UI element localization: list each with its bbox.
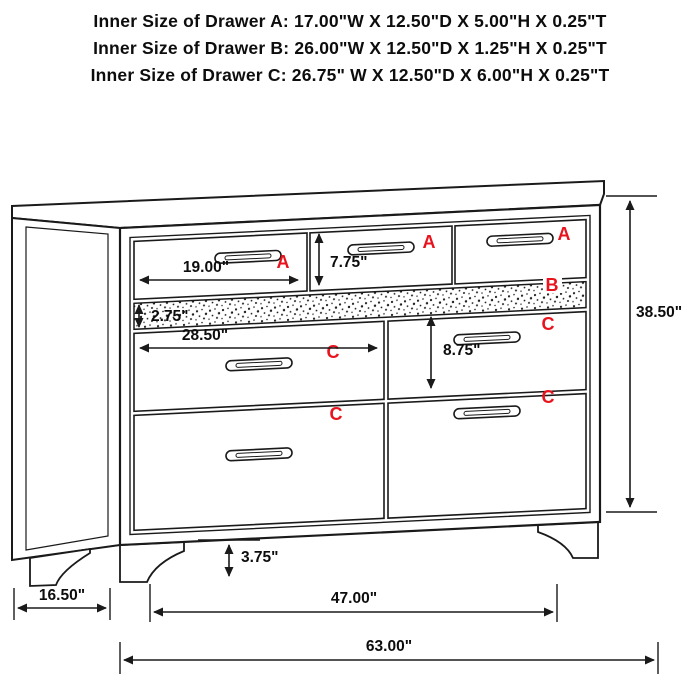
dim-drawer-c-height-label: 8.75" [443, 342, 481, 359]
cabinet-side-panel-inset [25, 226, 109, 551]
dim-drawer-a-width: 19.00" [139, 259, 299, 285]
drawer-a3-handle [486, 232, 554, 248]
label-drawer-a3: A [558, 224, 571, 244]
dim-band-b-height-label: 2.75" [151, 308, 189, 325]
cabinet-side-panel [11, 216, 121, 562]
dimension-annotations: 19.00" 7.75" 2.75" 28.50" 8.75" [13, 195, 682, 674]
front-left-leg [119, 541, 185, 583]
dim-overall-height: 38.50" [606, 195, 682, 513]
spec-line-drawer-b: Inner Size of Drawer B: 26.00"W X 12.50"… [93, 38, 607, 58]
drawer-letters: A A A B C C C C [277, 224, 571, 424]
drawer-c-left-2-handle [225, 446, 293, 462]
dim-inner-width: 47.00" [149, 584, 558, 622]
back-left-leg [29, 547, 91, 587]
cabinet-shell [11, 179, 605, 587]
dim-leg-height-label: 3.75" [241, 549, 279, 566]
dim-overall-width-label: 63.00" [366, 638, 412, 655]
cabinet-front-face [118, 203, 602, 547]
dim-drawer-a-height: 7.75" [314, 233, 368, 286]
dim-band-b-height: 2.75" [134, 304, 189, 328]
dim-drawer-c-width: 28.50" [139, 327, 378, 353]
label-drawer-a2: A [423, 232, 436, 252]
front-right-leg [537, 521, 599, 559]
dim-drawer-c-width-label: 28.50" [182, 327, 228, 344]
label-drawer-a1: A [277, 252, 290, 272]
label-b-backing [543, 276, 562, 293]
drawer-b-sparkle-band [133, 280, 587, 331]
dim-inner-width-label: 47.00" [331, 590, 377, 607]
drawer-c-right-2 [387, 392, 587, 519]
drawer-c-left-2 [133, 402, 385, 532]
label-drawer-b: B [546, 275, 559, 295]
spec-header: Inner Size of Drawer A: 17.00"W X 12.50"… [0, 8, 700, 89]
dim-drawer-c-height: 8.75" [426, 316, 481, 389]
spec-line-drawer-a: Inner Size of Drawer A: 17.00"W X 12.50"… [93, 11, 607, 31]
dim-overall-height-label: 38.50" [636, 304, 682, 321]
drawer-c-right-2-handle [453, 404, 521, 420]
dim-depth-label: 16.50" [39, 587, 85, 604]
dim-depth: 16.50" [13, 587, 111, 620]
drawer-c-left-1-handle [225, 356, 293, 372]
label-drawer-c-left-1: C [327, 342, 340, 362]
spec-line-drawer-c: Inner Size of Drawer C: 26.75" W X 12.50… [90, 65, 610, 85]
drawer-c-right-1 [387, 310, 587, 400]
label-drawer-c-left-2: C [330, 404, 343, 424]
dim-drawer-a-width-label: 19.00" [183, 259, 229, 276]
label-drawer-c-right-1: C [542, 314, 555, 334]
dim-overall-width: 63.00" [119, 638, 659, 674]
dim-leg-height: 3.75" [198, 539, 279, 577]
drawer-a2 [309, 225, 453, 292]
label-drawer-c-right-2: C [542, 387, 555, 407]
dim-drawer-a-height-label: 7.75" [330, 254, 368, 271]
front-frame-inner [129, 214, 591, 536]
